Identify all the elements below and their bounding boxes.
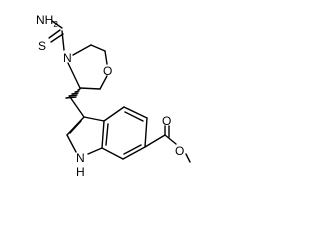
indole-n-label: N	[76, 151, 85, 165]
thione-s-label: S	[38, 39, 46, 53]
bond-c3-c2-dbl	[69, 120, 82, 134]
bond-c3a-c7a-dbl	[105, 123, 109, 146]
bond-c3-c3a	[83, 116, 105, 122]
bond-c1-c2	[90, 44, 106, 52]
bond-c2-o	[104, 50, 108, 65]
bond-c6-c7	[122, 146, 146, 160]
bond-c5-c6	[144, 117, 148, 148]
bond-c3a-c7a	[101, 120, 105, 149]
nh2-label: NH2	[36, 13, 58, 29]
molecule-diagram: NH2 S N O N H O O	[36, 13, 191, 179]
bond-c3-c4	[79, 87, 101, 90]
ring-n-label: N	[63, 51, 72, 65]
bond-c-nh2	[51, 20, 63, 29]
ester-o-label: O	[175, 144, 184, 158]
bond-c4-c5	[123, 106, 148, 119]
bond-n1-c7a	[87, 147, 103, 155]
bond-c-s-2	[50, 33, 64, 43]
bond-c-s-1	[48, 29, 61, 39]
bond-c6-cester	[144, 134, 166, 148]
structure-drawing: NH2 S N O N H O O	[36, 13, 191, 179]
bond-c6-c7-dbl	[123, 144, 142, 155]
bond-o-c3	[99, 75, 108, 90]
bond-ch2-c3	[69, 96, 85, 118]
bond-c2-n1	[66, 134, 77, 153]
bond-c3a-c4	[103, 106, 125, 122]
bond-c4-n	[67, 62, 81, 89]
bond-n-c1	[72, 44, 92, 56]
bond-c7-c7a	[101, 147, 124, 160]
bond-c-n	[61, 30, 65, 51]
bond-c4-c5-dbl	[124, 111, 144, 122]
carbonyl-o-label: O	[162, 114, 171, 128]
ring-o-label: O	[103, 64, 112, 78]
indole-h-label: H	[76, 165, 85, 179]
bond-cester-oalkyl	[164, 134, 177, 145]
bond-o-methyl	[185, 153, 191, 163]
hashed-stereo-bond	[65, 88, 81, 99]
